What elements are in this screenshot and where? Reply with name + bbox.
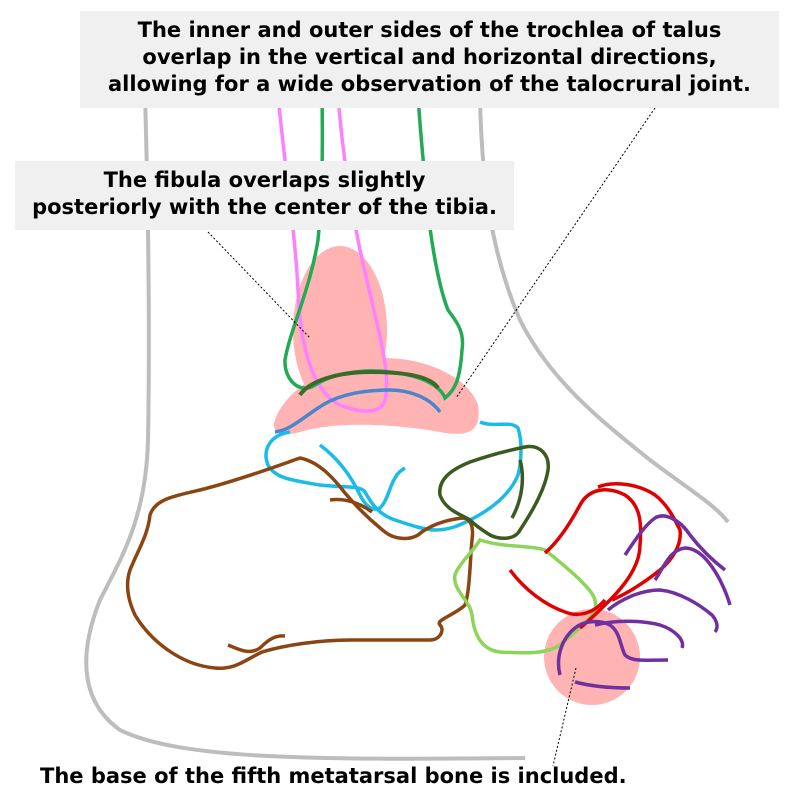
trochlea-annotation-line-2: overlap in the vertical and horizontal d… [142, 45, 717, 69]
skin-outline-anterior [478, 99, 730, 524]
talus-neck-line [318, 443, 406, 511]
fibula-annotation-line-2: posteriorly with the center of the tibia… [32, 195, 497, 219]
metatarsal-purple-2 [653, 546, 732, 606]
trochlea-annotation-line-1: The inner and outer sides of the trochle… [137, 18, 722, 42]
talus-navicular-outline [264, 420, 523, 532]
fifth-metatarsal-base [556, 619, 669, 690]
fifth-metatarsal-annotation: The base of the fifth metatarsal bone is… [40, 764, 627, 788]
skin-outline-posterior [84, 94, 526, 761]
cuboid-outline [453, 537, 598, 655]
cuneiform-outline [438, 444, 550, 541]
metatarsal-purple-4 [594, 619, 685, 649]
trochlea-annotation: The inner and outer sides of the trochle… [80, 11, 779, 108]
calcaneus-inner-line [227, 634, 286, 654]
leader-fifth-metatarsal [552, 667, 577, 767]
metatarsals-medial-outline [543, 488, 643, 630]
calcaneus-sustentaculum [329, 497, 374, 514]
fibula-annotation-line-1: The fibula overlaps slightly [103, 168, 426, 192]
cuneiform-inner-line [510, 459, 525, 519]
metatarsal-red-3 [597, 482, 682, 602]
talocrural-joint-line [274, 388, 442, 434]
fibula-annotation: The fibula overlaps slightly posteriorly… [15, 161, 514, 230]
leader-fibula [207, 231, 311, 339]
calcaneus-outline [125, 456, 475, 670]
trochlea-annotation-line-3: allowing for a wide observation of the t… [108, 72, 751, 96]
leader-lines [207, 107, 656, 767]
leader-trochlea [455, 107, 656, 399]
metatarsals-lateral-outline [623, 514, 727, 572]
talus-dome-outline [298, 369, 440, 397]
metatarsal-purple-3 [606, 588, 719, 634]
metatarsal-red-2 [508, 568, 607, 617]
